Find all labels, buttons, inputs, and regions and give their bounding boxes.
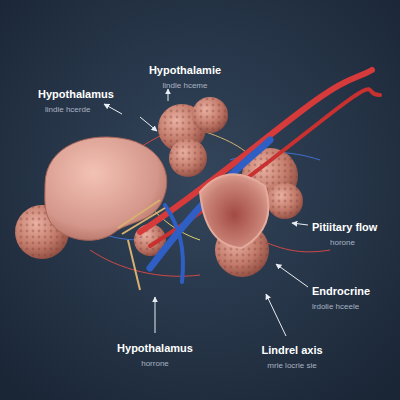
sub-label: lindie hcerde bbox=[45, 105, 90, 114]
label-holder: Endrocrine bbox=[312, 281, 370, 299]
label-holder: mrie locrie sie bbox=[267, 354, 316, 372]
glands bbox=[15, 97, 303, 277]
leader-arrows bbox=[104, 89, 308, 336]
sub-label: lrdolie hceele bbox=[312, 302, 359, 311]
label-holder: Hypothalamie bbox=[149, 60, 221, 78]
part-label: Pitiitary flow bbox=[312, 221, 377, 234]
label-holder: Lindrel axis bbox=[261, 340, 322, 358]
main-vessels bbox=[140, 70, 380, 282]
label-holder: Pitiitary flow bbox=[312, 217, 377, 235]
sub-label: mrie locrie sie bbox=[267, 361, 316, 370]
sub-label: horrone bbox=[141, 359, 169, 368]
label-holder: horone bbox=[330, 231, 355, 249]
sub-label: lindle hceme bbox=[163, 81, 208, 90]
label-holder: Hypothalamus bbox=[117, 338, 193, 356]
part-label: Hypothalamus bbox=[117, 342, 193, 355]
part-label: Endrocrine bbox=[312, 285, 370, 298]
part-label: Hypothalamie bbox=[149, 64, 221, 77]
part-label: Hypothalamus bbox=[38, 88, 114, 101]
cup-organ bbox=[200, 174, 268, 248]
sub-label: horone bbox=[330, 238, 355, 247]
nerve-bundle bbox=[118, 200, 165, 290]
label-holder: lrdolie hceele bbox=[312, 295, 359, 313]
label-holder: Hypothalamus bbox=[38, 84, 114, 102]
label-holder: lindie hcerde bbox=[45, 98, 90, 116]
label-holder: horrone bbox=[141, 352, 169, 370]
part-label: Lindrel axis bbox=[261, 344, 322, 357]
label-holder: lindle hceme bbox=[163, 74, 208, 92]
